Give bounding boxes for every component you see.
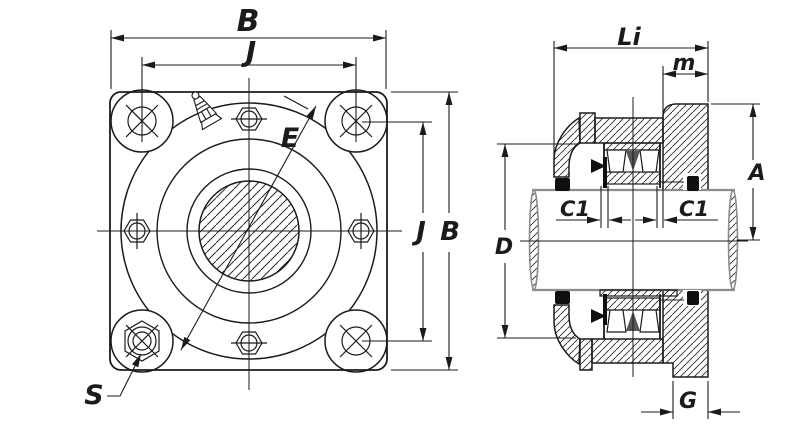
roller (639, 149, 660, 173)
dimension-diameter-d (497, 143, 577, 339)
ring-band-lower (591, 338, 664, 364)
cap-upper (579, 112, 596, 144)
seal-arm-upper (553, 116, 581, 178)
flange-upper (662, 103, 709, 193)
hex-plug-right (347, 213, 375, 249)
label-li: Li (617, 23, 641, 51)
dimension-height-b-right (391, 91, 458, 371)
shaft-end-right (727, 189, 739, 291)
dimension-bore-e (180, 105, 317, 351)
seal-upper-right (687, 176, 699, 191)
dimension-bolt-spacing-j-top (141, 57, 357, 142)
seal-lower-left (555, 291, 570, 304)
seals (555, 173, 701, 306)
grease-fitting-icon (191, 91, 223, 131)
label-e-bore: E (281, 123, 300, 154)
roller (639, 309, 660, 333)
section-view (497, 41, 760, 419)
ring-band-upper (594, 117, 664, 144)
face-arrow (591, 159, 606, 173)
label-d: D (495, 235, 513, 260)
front-view (97, 30, 458, 397)
label-c1-right: C1 (679, 197, 709, 221)
dimension-offset-m (662, 66, 708, 116)
label-g: G (679, 389, 697, 414)
hex-plug-bottom (231, 331, 267, 355)
cap-lower (579, 338, 593, 371)
housing-section (553, 103, 709, 378)
roller (606, 149, 627, 173)
hex-plug-left (123, 213, 151, 249)
label-a: A (746, 161, 765, 186)
surface-mark (283, 95, 309, 110)
bolt-hole-bottom-left-with-nut (124, 320, 160, 362)
roller (606, 309, 627, 333)
face-arrow (591, 309, 606, 323)
dimension-bolt-s (107, 353, 142, 397)
label-c1-left: C1 (560, 197, 590, 221)
dimension-width-b-top (110, 30, 387, 89)
section-centerlines (520, 97, 748, 377)
shaft-end-left (528, 189, 540, 291)
label-m: m (673, 51, 696, 76)
dimension-height-a (711, 103, 760, 241)
label-s-bolt: S (84, 380, 103, 411)
label-j-top: J (241, 35, 256, 68)
seal-arm-lower (553, 304, 581, 366)
hex-plug-top (231, 107, 267, 131)
dimension-c1-pair (556, 186, 718, 228)
bearing-lower (591, 289, 684, 339)
label-j-right: J (411, 217, 426, 247)
bearing-upper (591, 142, 684, 188)
label-b-right: B (440, 217, 460, 247)
label-b-top: B (237, 4, 260, 39)
dimension-foot-g (641, 381, 740, 419)
seal-lower-right (687, 291, 699, 305)
seal-upper-left (555, 178, 570, 191)
dimension-bolt-spacing-j-right (362, 121, 432, 342)
dimension-length-li (553, 41, 709, 160)
